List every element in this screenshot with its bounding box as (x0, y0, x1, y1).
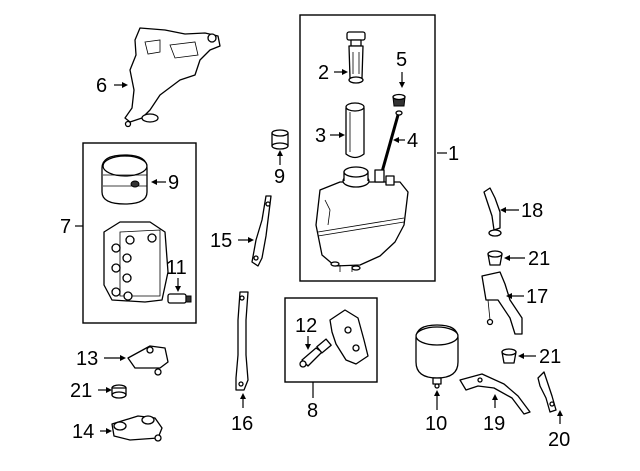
pump-body-part (103, 221, 169, 303)
grommet-21-left-part (111, 384, 127, 399)
accumulator-part (415, 324, 459, 389)
callout-19: 19 (483, 413, 505, 435)
dipstick-part (380, 110, 403, 173)
callout-13: 13 (76, 348, 98, 370)
bracket-17-part (481, 271, 523, 335)
filler-cap-part (346, 31, 366, 84)
mount-14-part (111, 415, 163, 442)
grommet-21-lower-part (501, 348, 517, 364)
reservoir-group-box (299, 14, 436, 282)
callout-4: 4 (407, 130, 418, 152)
callout-2: 2 (318, 62, 329, 84)
pressure-switch-part (167, 293, 192, 304)
callout-7: 7 (60, 216, 71, 238)
callout-1: 1 (448, 143, 459, 165)
cap-part (392, 93, 406, 107)
leader-lines (75, 69, 563, 434)
callout-15: 15 (210, 230, 232, 252)
grommet-21-upper-part (487, 250, 503, 266)
callout-3: 3 (315, 125, 326, 147)
sensor-group-box (284, 297, 378, 383)
filter-part (345, 102, 365, 159)
callout-12: 12 (295, 315, 317, 337)
callout-21-lower: 21 (539, 346, 561, 368)
callout-20: 20 (548, 429, 570, 451)
bracket-18-part (483, 187, 502, 237)
callout-16: 16 (231, 413, 253, 435)
callout-10: 10 (425, 413, 447, 435)
level-sensor-part (299, 338, 332, 368)
bracket-15-part (251, 195, 272, 267)
callout-14: 14 (72, 421, 94, 443)
bracket-20-part (537, 371, 557, 413)
callout-18: 18 (521, 200, 543, 222)
heat-shield-part (124, 27, 221, 128)
mount-13-part (127, 345, 169, 376)
callout-5: 5 (396, 49, 407, 71)
bracket-16-part (235, 291, 249, 391)
callout-21-upper: 21 (528, 248, 550, 270)
callout-8: 8 (307, 400, 318, 422)
callout-21-left: 21 (70, 380, 92, 402)
callout-9-bushing: 9 (274, 166, 285, 188)
reservoir-part (315, 166, 409, 272)
bracket-19-part (459, 373, 531, 415)
callout-6: 6 (96, 75, 107, 97)
callout-11: 11 (166, 257, 187, 279)
sensor-housing-part (329, 309, 369, 365)
callout-17: 17 (526, 286, 548, 308)
callout-9-pump: 9 (168, 172, 179, 194)
pump-motor-part (101, 154, 148, 205)
pump-group-box (82, 142, 197, 324)
bushing-part (271, 129, 289, 150)
